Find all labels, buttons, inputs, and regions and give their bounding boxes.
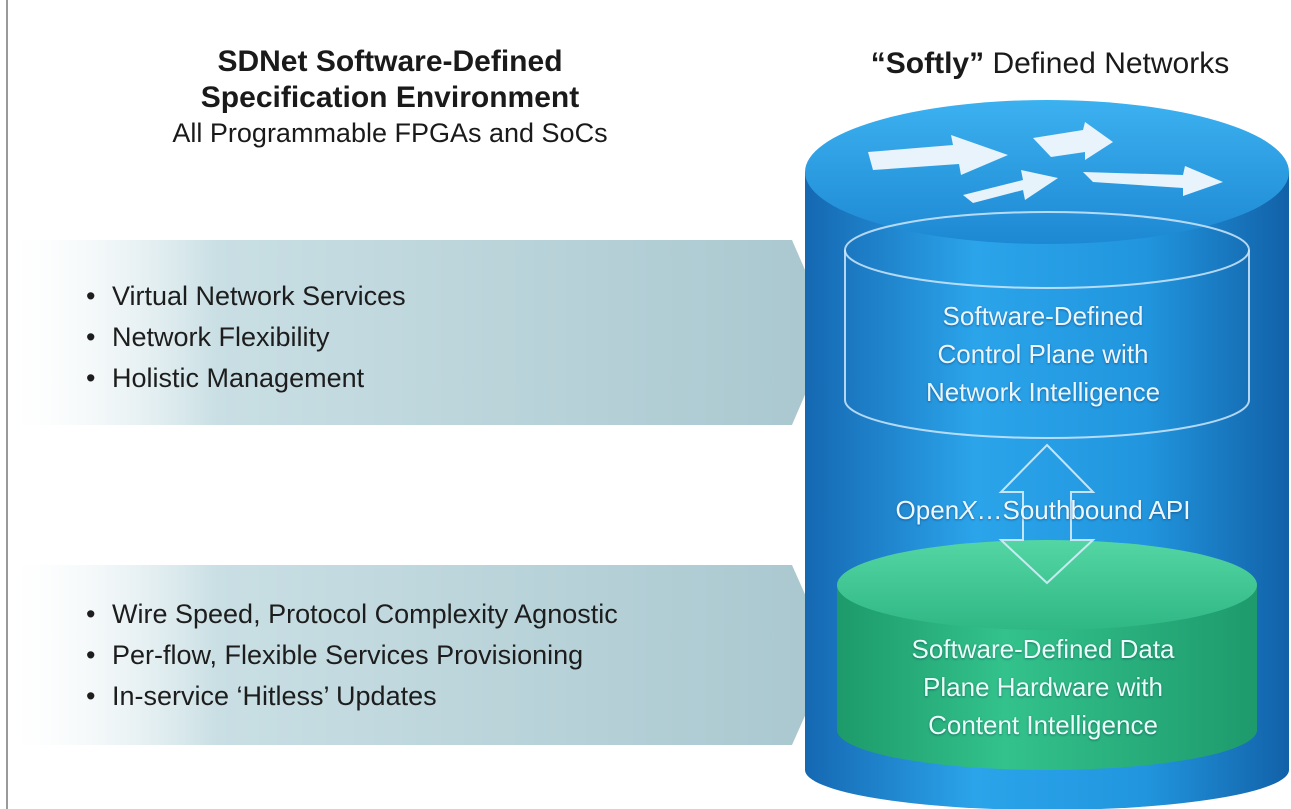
heading-line-2: Specification Environment [200,81,580,114]
list-item: Per-flow, Flexible Services Provisioning [86,635,618,676]
data-plane-line: Content Intelligence [928,710,1158,740]
list-item: In-service ‘Hitless’ Updates [86,676,618,717]
heading-subtitle: All Programmable FPGAs and SoCs [172,118,608,148]
control-plane-line: Network Intelligence [925,377,1161,407]
bidirectional-arrow-icon [998,443,1096,585]
top-feature-band: Virtual Network Services Network Flexibi… [12,240,832,425]
api-prefix: Open [895,495,960,525]
heading-line-1: SDNet Software-Defined [217,45,563,78]
control-plane-line: Control Plane with [937,339,1149,369]
softly-word: “Softly” [870,47,985,80]
control-plane-line: Software-Defined [942,301,1144,331]
data-plane-line: Plane Hardware with [923,672,1163,702]
left-divider-line [6,0,8,809]
top-feature-list: Virtual Network Services Network Flexibi… [86,276,406,399]
bottom-feature-list: Wire Speed, Protocol Complexity Agnostic… [86,594,618,717]
right-heading: “Softly” Defined Networks [820,46,1280,82]
routing-arrows-icon [868,122,1223,203]
list-item: Wire Speed, Protocol Complexity Agnostic [86,594,618,635]
southbound-api-label: OpenX…Southbound API [823,495,1263,525]
sdn-cylinder: Software-Defined Control Plane with Netw… [803,100,1291,809]
list-item: Virtual Network Services [86,276,406,317]
defined-networks-text: Defined Networks [992,47,1230,80]
control-plane-label: Software-Defined Control Plane with Netw… [843,297,1243,411]
bottom-feature-band: Wire Speed, Protocol Complexity Agnostic… [12,565,832,745]
list-item: Holistic Management [86,358,406,399]
list-item: Network Flexibility [86,317,406,358]
api-suffix: …Southbound API [976,495,1191,525]
data-plane-label: Software-Defined Data Plane Hardware wit… [843,630,1243,744]
data-plane-line: Software-Defined Data [911,634,1175,664]
api-x: X [959,495,977,525]
left-heading: SDNet Software-Defined Specification Env… [100,44,680,150]
cylinder-graphic [805,100,1289,809]
